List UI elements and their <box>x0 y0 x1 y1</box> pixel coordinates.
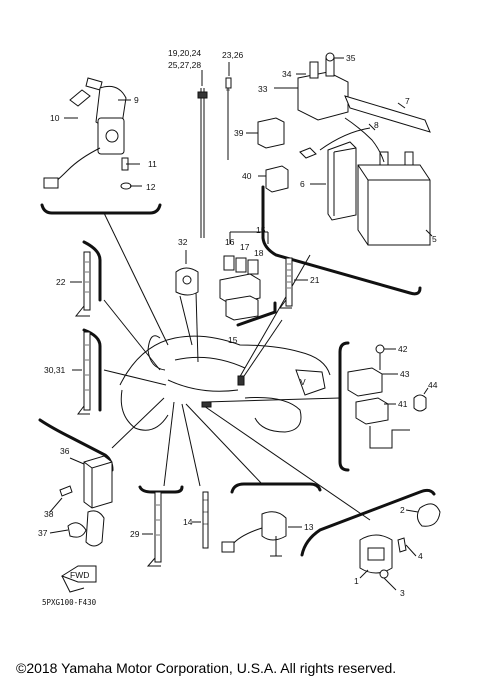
sensor-13-assembly <box>221 511 287 557</box>
callout-3: 3 <box>400 588 405 598</box>
callout-36: 36 <box>60 446 70 456</box>
callout-12: 12 <box>146 182 156 192</box>
callout-8: 8 <box>374 120 379 130</box>
relay-assembly <box>347 344 427 449</box>
callout-22: 22 <box>56 277 66 287</box>
callout-7: 7 <box>405 96 410 106</box>
ignition-switch-assembly <box>43 77 132 190</box>
front-direction-marker: FWD <box>60 565 97 593</box>
group-frame-ignition-switch <box>40 203 162 215</box>
callout-34: 34 <box>282 69 292 79</box>
callout-10: 10 <box>50 113 60 123</box>
group-frame-crank-sensor <box>300 488 436 557</box>
callout-15b: 15 <box>228 335 238 345</box>
leader-lines <box>103 212 371 521</box>
callout-9: 9 <box>134 95 139 105</box>
callout-30: 30,31 <box>44 365 66 375</box>
callout-11: 11 <box>148 159 157 169</box>
frame-outline: V <box>119 335 331 433</box>
callout-19: 19,20,24 <box>168 48 201 58</box>
svg-text:V: V <box>300 377 306 387</box>
cable-tie-32 <box>175 250 199 296</box>
probe-rod-19 <box>197 70 208 238</box>
group-frame-battery <box>261 185 422 296</box>
bracket-30-31 <box>82 328 102 412</box>
band-29 <box>142 491 162 567</box>
front-marker-text: FWD <box>70 570 89 580</box>
callout-21: 21 <box>310 275 320 285</box>
callout-23: 23,26 <box>222 50 244 60</box>
callout-16: 16 <box>225 237 235 247</box>
left-sensor-assembly <box>59 455 113 547</box>
callout-42: 42 <box>398 344 408 354</box>
callout-2: 2 <box>400 505 405 515</box>
callout-37: 37 <box>38 528 48 538</box>
callout-17: 17 <box>240 242 250 252</box>
bracket-22 <box>82 240 102 302</box>
group-frame-relay <box>338 341 350 472</box>
group-frame-rod <box>138 485 184 494</box>
callout-41: 41 <box>398 399 408 409</box>
crank-sensor-assembly <box>359 503 441 591</box>
callout-6: 6 <box>300 179 305 189</box>
fuse-23-26 <box>225 62 232 160</box>
callout-13: 13 <box>304 522 314 532</box>
band-22 <box>70 251 91 317</box>
callout-33: 33 <box>258 84 268 94</box>
callout-15a: 15 <box>256 225 266 235</box>
callout-4: 4 <box>418 551 423 561</box>
band-21 <box>279 257 308 309</box>
copyright-footer: ©2018 Yamaha Motor Corporation, U.S.A. A… <box>16 660 396 676</box>
callout-29: 29 <box>130 529 140 539</box>
callout-43: 43 <box>400 369 410 379</box>
callout-14: 14 <box>183 517 193 527</box>
fuse-box-assembly <box>219 231 269 321</box>
group-frame-sensor-13 <box>230 482 322 494</box>
band-14 <box>192 491 209 549</box>
callout-39: 39 <box>234 128 244 138</box>
callout-40: 40 <box>242 171 252 181</box>
callout-5: 5 <box>432 234 437 244</box>
callout-38: 38 <box>44 509 54 519</box>
callout-1: 1 <box>354 576 359 586</box>
diagram-code: 5PXG100-F430 <box>42 598 97 607</box>
battery-assembly <box>257 52 431 246</box>
callout-35: 35 <box>346 53 356 63</box>
callout-44: 44 <box>428 380 438 390</box>
group-frame-fuse <box>236 301 277 327</box>
callout-32: 32 <box>178 237 188 247</box>
band-30-31 <box>72 331 91 415</box>
callout-19b: 25,27,28 <box>168 60 201 70</box>
callout-18: 18 <box>254 248 264 258</box>
